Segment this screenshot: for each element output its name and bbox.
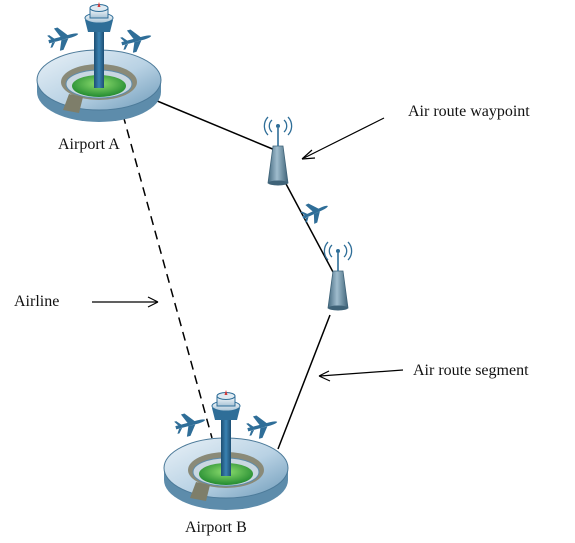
airline-dashed-line: [122, 114, 213, 439]
segment-label: Air route segment: [413, 362, 529, 379]
airline-label: Airline: [14, 293, 60, 310]
waypoint-label: Air route waypoint: [408, 103, 530, 120]
segment-waypoint-2-to-airport-b: [277, 314, 331, 450]
segment-pointer-arrow: [318, 369, 404, 382]
waypoint-beacon-2-icon: [323, 241, 353, 311]
air-route-segments: [149, 97, 334, 450]
waypoint-beacon-1-icon: [263, 116, 293, 186]
airplane-on-route-icon: [298, 196, 333, 228]
airport-a-label: Airport A: [58, 136, 120, 153]
segment-waypoint-1-to-waypoint-2: [284, 181, 334, 273]
airline-pointer-arrow: [92, 296, 159, 308]
airport-a-icon: [36, 2, 162, 122]
segment-airport-a-to-waypoint-1: [149, 97, 276, 151]
waypoint-pointer-arrow: [301, 117, 385, 160]
airport-b-label: Airport B: [185, 519, 247, 536]
airport-b-icon: [163, 390, 289, 510]
